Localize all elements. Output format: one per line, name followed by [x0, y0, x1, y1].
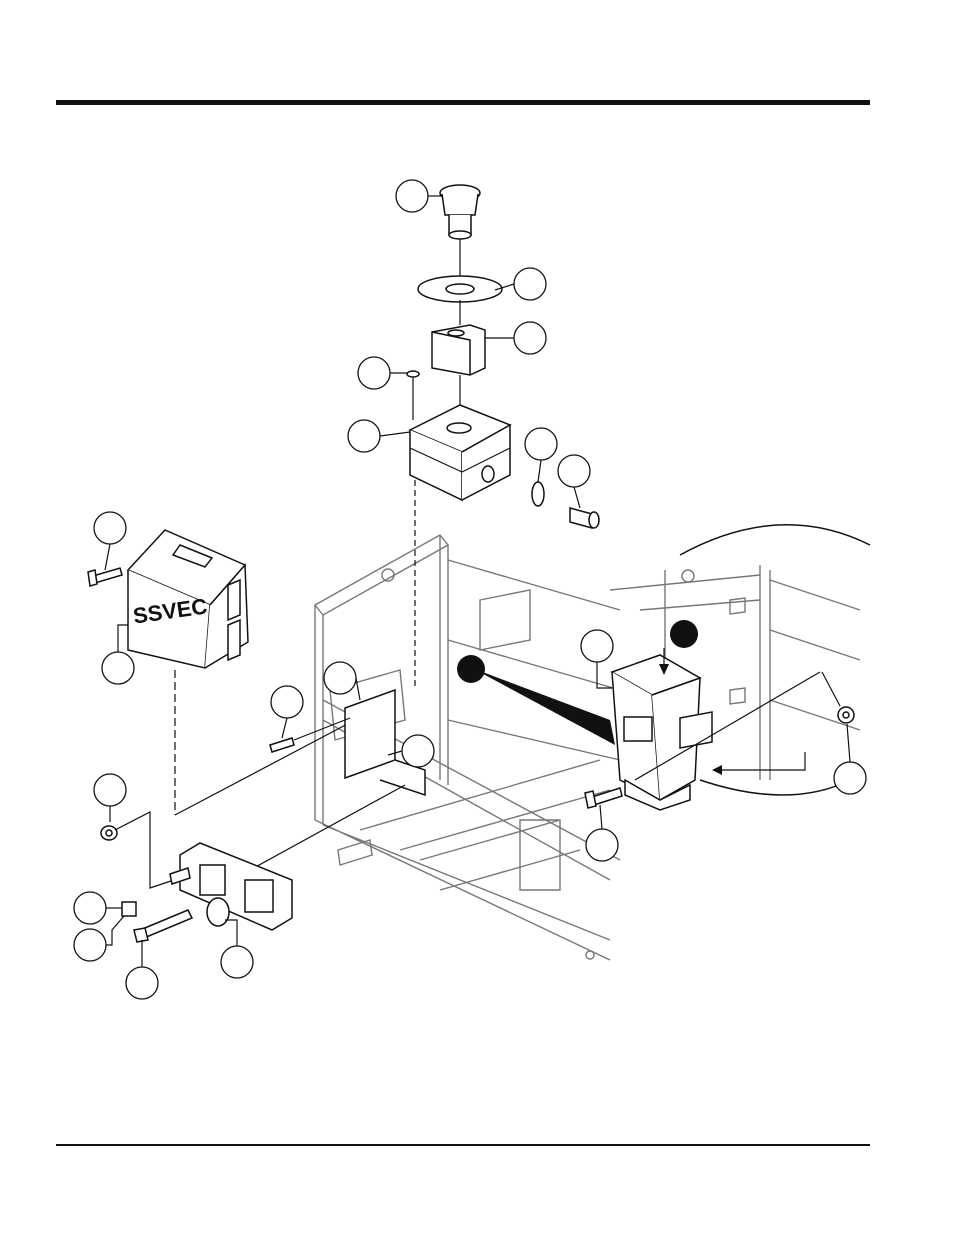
- callout-c18: [581, 630, 613, 662]
- callout-c17: [221, 946, 253, 978]
- callout-c8: [94, 512, 126, 544]
- inset-nut: [838, 707, 854, 723]
- cable-fitting: [570, 508, 599, 528]
- inset-bolt: [585, 788, 622, 808]
- screw-top: [407, 371, 419, 420]
- callout-c15: [74, 929, 106, 961]
- callout-c9: [102, 652, 134, 684]
- callout-c7: [558, 455, 590, 487]
- lock-nut: [532, 482, 544, 506]
- lock-nut-small: [101, 826, 117, 840]
- callout-c13: [94, 774, 126, 806]
- bracket-bolt: [270, 718, 350, 752]
- callout-c3: [514, 322, 546, 354]
- marker-m1: [457, 655, 485, 683]
- long-bolt: [134, 910, 192, 942]
- callout-c16: [126, 967, 158, 999]
- marker-m2: [670, 620, 698, 648]
- callout-c6: [525, 428, 557, 460]
- push-button-cap: [440, 185, 480, 239]
- legend-plate: [418, 276, 502, 302]
- callout-c14: [74, 892, 106, 924]
- clip: [122, 902, 136, 916]
- callout-c10: [324, 662, 356, 694]
- callout-c5: [348, 420, 380, 452]
- callout-c11: [271, 686, 303, 718]
- switch-housing: [612, 655, 712, 810]
- enclosure-box: [410, 405, 510, 500]
- callout-c20: [834, 762, 866, 794]
- callout-c19: [586, 829, 618, 861]
- callout-c2: [514, 268, 546, 300]
- callout-c12: [402, 735, 434, 767]
- guard-bracket: [432, 325, 485, 375]
- callout-c4: [358, 357, 390, 389]
- module-bolt: [88, 568, 122, 586]
- callout-c1: [396, 180, 428, 212]
- ssvec-module: SSVEC: [128, 530, 248, 668]
